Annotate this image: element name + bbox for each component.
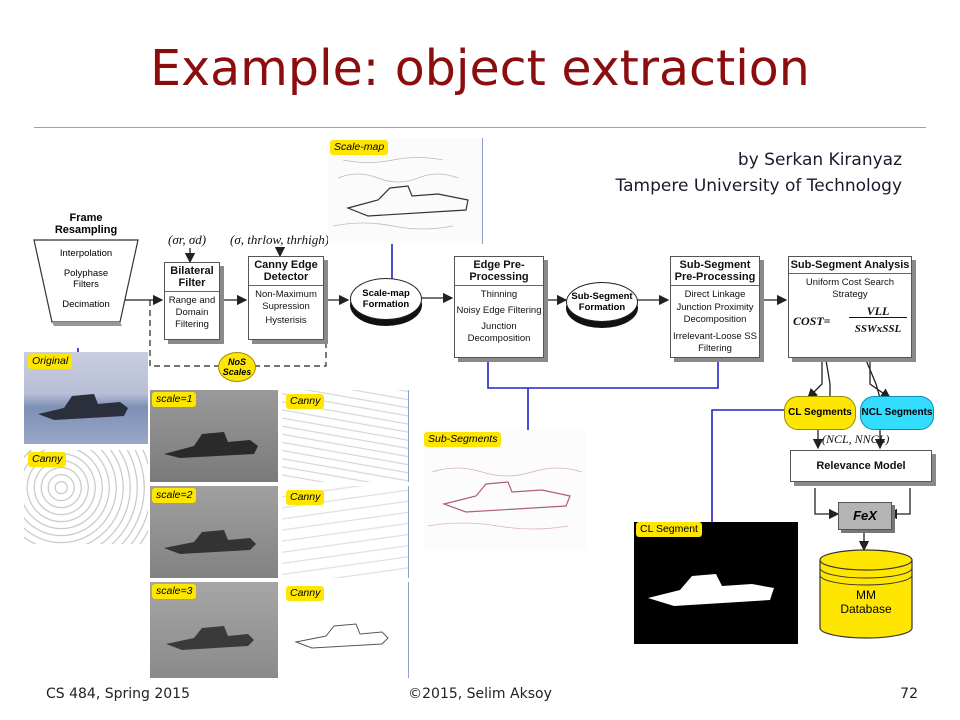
frame-resampling-title: Frame Resampling: [54, 212, 118, 236]
mm-database-label: MM Database: [840, 588, 892, 616]
bilateral-filter-title: Bilateral Filter: [165, 263, 219, 292]
edge-item-noisy: Noisy Edge Filtering: [456, 305, 542, 316]
scale-map-edges: [332, 157, 469, 230]
title-divider: [34, 127, 926, 128]
relevance-model-box: Relevance Model: [790, 450, 932, 482]
subsegment-preprocessing-box: Sub-Segment Pre-Processing Direct Linkag…: [670, 256, 760, 358]
footer-copyright: ©2015, Selim Aksoy: [408, 686, 552, 702]
nos-scales-node: NoS Scales: [218, 352, 256, 382]
frame-resampling-shape: [33, 239, 139, 326]
bilateral-filter-desc: Range and Domain Filtering: [168, 295, 216, 330]
scale1-canny-tag: Canny: [286, 394, 325, 409]
canny-detector-title: Canny Edge Detector: [249, 257, 323, 286]
cost-label: COST=: [793, 314, 831, 328]
subsegment-preprocessing-title: Sub-Segment Pre-Processing: [671, 257, 759, 286]
canny-item-hysterisis: Hysterisis: [265, 315, 307, 326]
canny-params: (σ, thrlow, thrhigh): [230, 232, 330, 247]
ncl-segments-node: NCL Segments: [860, 396, 934, 430]
mm-database-cylinder: [819, 549, 913, 639]
scale-map-tag: Scale-map: [330, 140, 389, 155]
scale2-boat: [164, 530, 256, 554]
scale1-tag: scale=1: [152, 392, 197, 407]
fex-box: FeX: [838, 502, 892, 530]
footer-course: CS 484, Spring 2015: [46, 686, 190, 702]
bilateral-filter-box: Bilateral Filter Range and Domain Filter…: [164, 262, 220, 340]
scale-map-image: [328, 138, 483, 244]
sub-segment-formation-node: Sub-Segment Formation: [566, 282, 638, 322]
scale3-canny-edges: [294, 623, 389, 649]
canny-detector-box: Canny Edge Detector Non-Maximum Supressi…: [248, 256, 324, 340]
original-frame-image: [24, 352, 148, 444]
original-boat: [38, 394, 128, 420]
edge-item-thinning: Thinning: [480, 289, 518, 300]
cl-segment-mask: [648, 574, 774, 606]
subsegment-analysis-box: Sub-Segment Analysis Uniform Cost Search…: [788, 256, 912, 358]
ss-item-irrelevant: Irrelevant-Loose SS Filtering: [673, 331, 757, 354]
subsegment-analysis-title: Sub-Segment Analysis: [789, 257, 911, 274]
cl-segment-tag: CL Segment: [636, 522, 702, 537]
scale3-tag: scale=3: [152, 584, 197, 599]
cost-denominator: SSWxSSL: [854, 323, 902, 335]
frame-resampling-list: Interpolation Polyphase Filters Decimati…: [52, 248, 120, 310]
ss-item-direct: Direct Linkage: [684, 289, 746, 300]
segment-count-params: (NCL, NNCL): [822, 432, 890, 446]
ss-item-junction: Junction Proximity Decomposition: [676, 302, 754, 325]
bilateral-params: (σr, σd): [168, 232, 207, 247]
scale2-tag: scale=2: [152, 488, 197, 503]
scale-map-formation-node: Scale-map Formation: [350, 278, 422, 320]
frame-item-decimation: Decimation: [62, 299, 110, 310]
scale3-canny-tag: Canny: [286, 586, 325, 601]
slide-title: Example: object extraction: [150, 40, 810, 97]
sub-segments-tag: Sub-Segments: [424, 432, 502, 447]
original-canny-tag: Canny: [28, 452, 67, 467]
analysis-item-ucs: Uniform Cost Search Strategy: [805, 277, 895, 300]
frame-item-interpolation: Interpolation: [59, 248, 113, 259]
footer-page-number: 72: [900, 686, 918, 702]
frame-item-polyphase: Polyphase Filters: [63, 268, 109, 290]
canny-item-nms: Non-Maximum Supression: [255, 289, 317, 312]
original-tag: Original: [28, 354, 73, 369]
credit-author: by Serkan Kiranyaz: [737, 150, 902, 170]
edge-preprocessing-box: Edge Pre-Processing Thinning Noisy Edge …: [454, 256, 544, 358]
credit-affiliation: Tampere University of Technology: [615, 176, 902, 196]
cl-segment-image: [634, 522, 798, 644]
edge-preprocessing-title: Edge Pre-Processing: [455, 257, 543, 286]
sub-segments-edges: [427, 467, 583, 530]
scale3-boat: [166, 626, 254, 650]
scale1-boat: [164, 432, 258, 458]
sub-segments-image: [424, 430, 586, 550]
cl-segments-node: CL Segments: [784, 396, 856, 430]
edge-item-junction: Junction Decomposition: [467, 321, 531, 344]
scale2-canny-tag: Canny: [286, 490, 325, 505]
cost-formula: COST= VLL SSWxSSL: [789, 305, 911, 341]
cost-numerator: VLL: [849, 305, 907, 318]
